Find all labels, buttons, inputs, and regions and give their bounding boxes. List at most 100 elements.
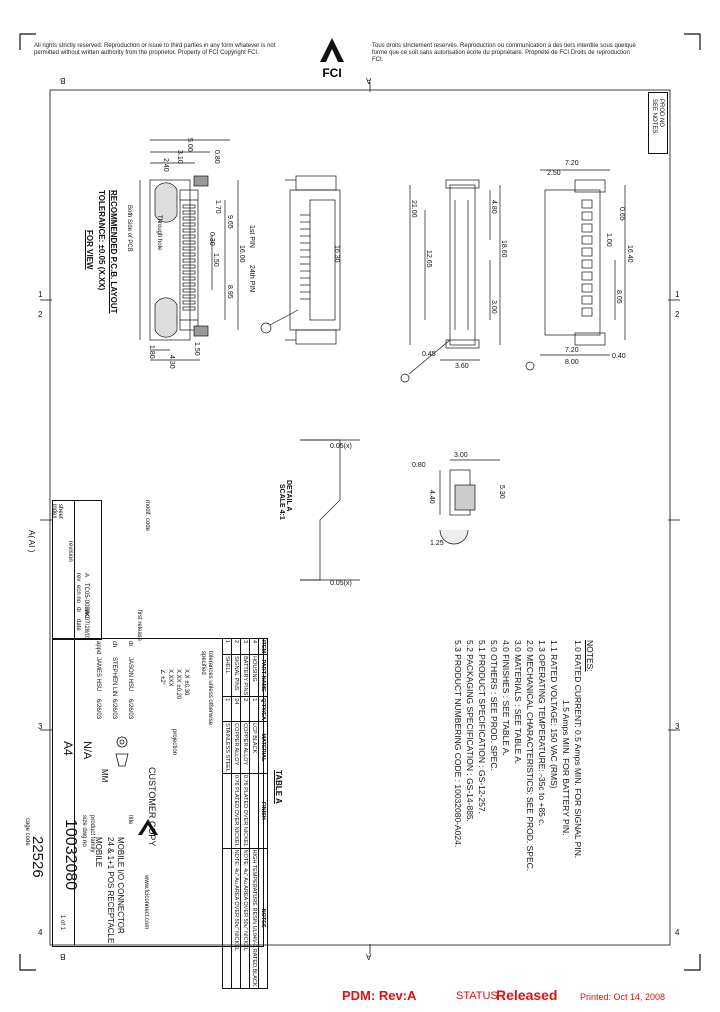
dim-small-4-40: 4.40 xyxy=(428,490,435,504)
role-ch: ch xyxy=(111,641,117,648)
units: MM xyxy=(100,769,109,783)
note-1-0b: 1.5 Amps MIN. FOR BATTERY PIN. xyxy=(561,700,571,836)
rev-header-revision: revision xyxy=(67,541,73,562)
dim-16-40: 16.40 xyxy=(626,245,633,263)
frame-row-4-left: 4 xyxy=(38,928,43,937)
tol-angle: ∠ ±2° xyxy=(159,669,165,686)
dim-1-00: 1.00 xyxy=(605,233,612,247)
rev-header-date: date xyxy=(75,619,81,631)
pcb-note-through-hole: Through hole xyxy=(156,215,162,251)
title-line-1: MOBILE I/O CONNECTOR xyxy=(116,837,125,934)
dim-21-00: 21.00 xyxy=(410,200,417,218)
frame-row-1-left: 1 xyxy=(38,290,43,299)
projection-label: projection xyxy=(171,729,177,756)
table-a-title: TABLE A xyxy=(274,770,283,804)
dim-1-50b: 1.50 xyxy=(193,342,200,356)
detail-marker-side xyxy=(525,361,535,371)
role-dr: dr xyxy=(127,641,133,647)
drawing-number: 10032080 xyxy=(62,819,79,891)
dim-7-20: 7.20 xyxy=(565,160,579,167)
rev-header-ecn: ecn no xyxy=(75,585,81,604)
dim-3-10: 3.10 xyxy=(176,150,183,164)
rev-row-modif: first release xyxy=(136,610,142,642)
note-1-1: 1.1 RATED VOLTAGE: 150 VAC (RMS) xyxy=(549,640,559,789)
connector-top-body xyxy=(289,189,341,331)
pin24-label: 24th PIN xyxy=(248,265,255,292)
dim-8-05: 8.05 xyxy=(615,290,622,304)
detail-a-profile xyxy=(300,439,341,581)
sheet-count: 1 of 1 xyxy=(59,915,65,931)
frame-row-2-left: 2 xyxy=(38,310,43,319)
note-4-0: 4.0 FINISHES : SEE TABLE A. xyxy=(501,640,511,756)
revision-block: sheet index revision rev ecn no dr date … xyxy=(51,500,102,641)
pcb-tolerance: TOLERANCE: ±0.05 (X.XX) xyxy=(97,190,106,291)
web-address: www.fciconnect.com xyxy=(143,875,149,930)
note-5-0: 5.0 OTHERS : SEE PROD. SPEC. xyxy=(489,640,499,771)
dim-0-30: 0.30 xyxy=(208,232,215,246)
rev-row-date: 07/28/03 xyxy=(83,617,89,641)
pcb-outline xyxy=(149,179,191,341)
dim-12-65: 12.65 xyxy=(425,250,432,268)
projection-symbol-icon xyxy=(111,734,133,775)
dim-1-80: 1.80 xyxy=(148,345,155,359)
frame-row-2-right: 2 xyxy=(675,310,680,319)
dim-5-00: 5.00 xyxy=(186,138,193,152)
dim-0-45: 0.45 xyxy=(422,351,436,358)
dim-small-3-00: 3.00 xyxy=(454,452,468,459)
dim-1-50: 1.50 xyxy=(212,253,219,267)
detail-a-scale: SCALE 4:1 xyxy=(278,484,285,520)
cage-code: 22526 xyxy=(29,836,46,878)
note-2-0: 2.0 MECHANICAL CHARACTERISTICS: SEE PROD… xyxy=(525,640,535,872)
fci-logo: FCI xyxy=(302,34,362,80)
dim-detail-1: 0.05(x) xyxy=(330,443,352,450)
connector-front-body xyxy=(449,184,476,346)
note-1-3: 1.3 OPERATING TEMPERATURE: -35c to +85 c… xyxy=(537,640,547,826)
pdm-revision: PDM: Rev:A xyxy=(342,988,417,1003)
note-5-1: 5.1 PRODUCT SPECIFICATION : GS-12-257. xyxy=(477,640,487,814)
tol-x-xx: X.XX ±0.20 xyxy=(175,669,181,700)
prod-no-box: PROD NO SEE NOTES xyxy=(648,92,668,154)
detail-a-marker xyxy=(260,322,272,334)
note-5-2: 5.2 PACKAGING SPECIFICATION : GS-14-885. xyxy=(465,640,475,823)
printed-date: Printed: Oct 14, 2008 xyxy=(580,992,666,1002)
checked-date: 6/26/03 xyxy=(111,699,117,720)
tol-x-xxx: X.XXX xyxy=(167,669,173,687)
approved-date: 6/26/03 xyxy=(95,699,101,720)
dim-2-50: 2.50 xyxy=(547,170,561,177)
detail-marker-front xyxy=(400,373,410,383)
fci-logo-mark xyxy=(320,38,344,62)
dim-18-60: 18.60 xyxy=(500,240,507,258)
legal-text-fr: Tous droits strictement reservés. Reprod… xyxy=(372,43,636,63)
dim-1-70: 1.70 xyxy=(214,200,221,214)
sheet-size: A4 xyxy=(61,741,75,756)
rev-row-rev: A xyxy=(83,573,89,578)
fci-title-logo xyxy=(133,817,163,846)
dim-detail-2: 0.05(x) xyxy=(330,580,352,587)
frame-row-3-right: 3 xyxy=(675,722,680,731)
rev-header-rev: rev xyxy=(75,573,81,582)
frame-row-3-left: 3 xyxy=(38,722,43,731)
product-family-label: product family xyxy=(89,815,95,853)
pin1-label: 1st PIN xyxy=(248,225,255,248)
connector-side-body xyxy=(544,189,601,336)
dim-small-1-25: 1.25 xyxy=(430,540,444,547)
dim-4-80: 4.80 xyxy=(490,200,497,214)
tolerance-label: tolerances unless otherwise specified xyxy=(200,651,213,726)
tol-x-x: X.X ±0.30 xyxy=(183,669,189,696)
title-line-3: MOBILE xyxy=(94,837,103,868)
detail-a-title: DETAIL A xyxy=(285,480,292,511)
dim-16-00: 16.00 xyxy=(238,245,245,263)
dim-0-80: 0.80 xyxy=(213,150,220,164)
dim-8-95: 8.95 xyxy=(226,285,233,299)
scale-value: N/A xyxy=(81,741,93,760)
dim-16-30: 16.30 xyxy=(333,245,340,263)
note-3-0: 3.0 MATERIALS : SEE TABLE A. xyxy=(513,640,523,765)
notes-heading: NOTES: xyxy=(585,640,595,672)
rev-header-modif: modif. code xyxy=(144,500,150,532)
title-label: title xyxy=(127,815,133,825)
dim-3-60: 3.60 xyxy=(455,363,469,370)
dim-4-30: 4.30 xyxy=(168,355,175,369)
revision-code: A( AI ) xyxy=(27,530,36,553)
